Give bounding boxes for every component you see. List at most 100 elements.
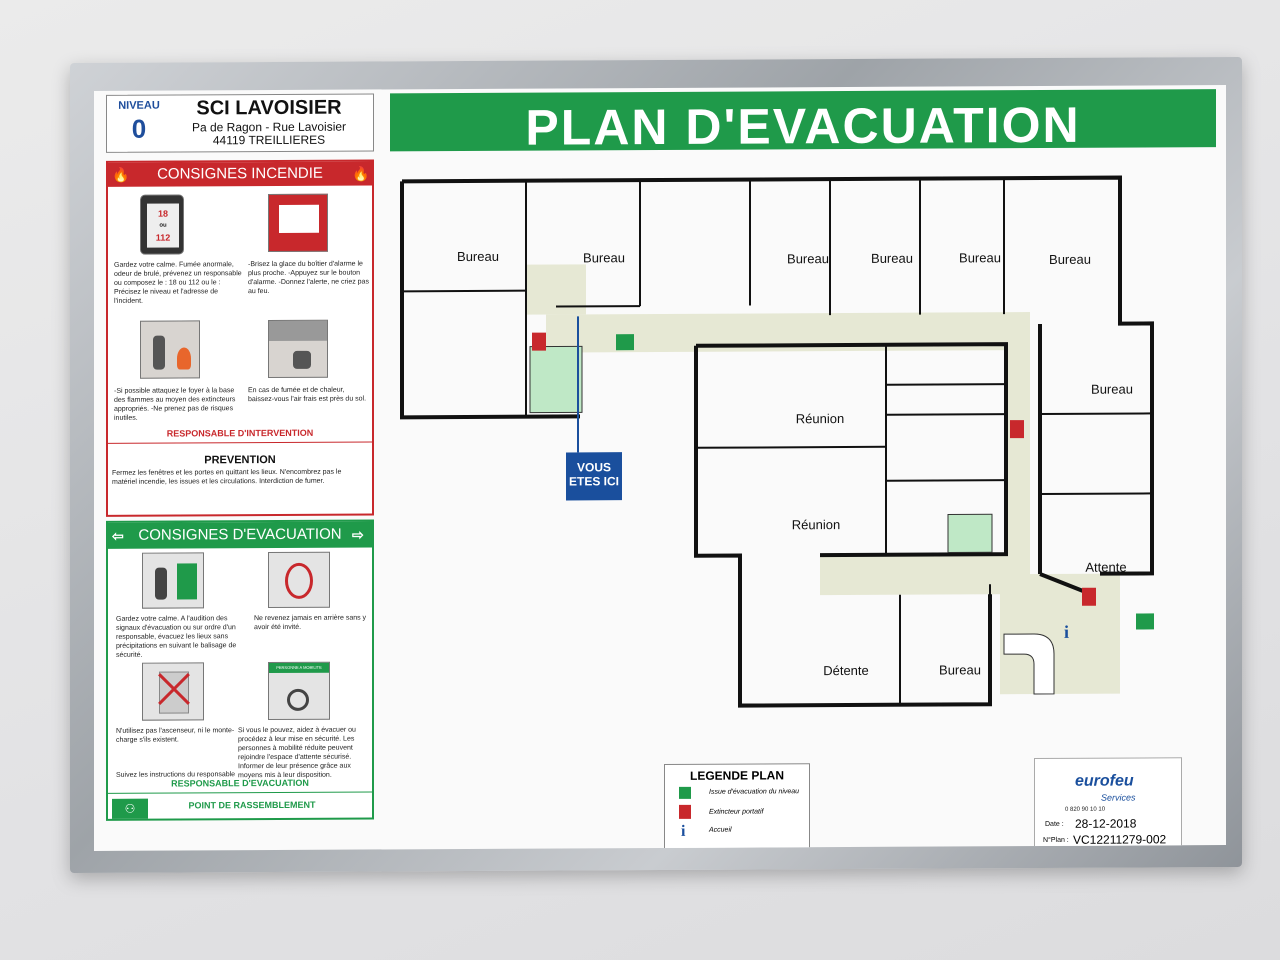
smoke-crouch-icon (268, 319, 328, 379)
flame-icon: 🔥 (112, 166, 130, 183)
fire-heading-text: CONSIGNES INCENDIE (157, 164, 323, 183)
wall (886, 383, 1006, 386)
address-line2: 44119 TREILLIERES (212, 132, 326, 148)
legend-exit-text: Issue d'évacuation du niveau (709, 788, 800, 796)
intervention-responsible-label: RESPONSABLE D'INTERVENTION (166, 427, 314, 439)
corridors (526, 264, 1120, 695)
legend-accueil-text: Accueil (709, 826, 732, 834)
prevention-title: PREVENTION (204, 453, 276, 467)
stairs-west (529, 345, 583, 414)
exit-sign-icon (679, 786, 691, 799)
phone-number-18: 18 (157, 208, 168, 219)
corridor-segment (526, 264, 586, 315)
evac-step1-text: Gardez votre calme. A l'audition des sig… (116, 615, 237, 659)
wall-meeting-block (696, 342, 1008, 558)
evac-divider (108, 791, 372, 794)
fire-step1-text: Gardez votre calme. Fumée anormale, odeu… (114, 261, 242, 305)
evacuation-instructions-heading: CONSIGNES D'EVACUATION (108, 521, 372, 549)
date-value: 28-12-2018 (1075, 816, 1137, 831)
alarm-glass (279, 204, 319, 233)
reception-desk (1003, 633, 1055, 695)
phone-screen: 18 ou 112 (147, 203, 179, 248)
person-shape (293, 350, 311, 369)
address: Pa de Ragon - Rue Lavoisier 44119 TREILL… (169, 120, 369, 148)
no-elevator-icon (142, 662, 204, 721)
wall (886, 413, 1006, 416)
brand-phone: 0 820 90 10 10 (1065, 806, 1106, 813)
phone-icon: 18 ou 112 (140, 194, 184, 255)
fire-step3-text: -Si possible attaquez le foyer à la base… (114, 387, 236, 422)
room-label: Détente (823, 662, 869, 679)
extinguisher-icon (532, 332, 546, 351)
room-label: Bureau (583, 250, 625, 266)
corridor-east (1004, 324, 1030, 625)
legend-extinguisher-text: Extincteur portatif (709, 808, 764, 816)
flame-icon: 🔥 (352, 165, 370, 182)
door-shape (177, 563, 197, 600)
interior-walls (402, 178, 1152, 705)
legend-title: LEGENDE PLAN (689, 768, 784, 783)
evac-step2-text: Ne revenez jamais en arrière sans y avoi… (254, 614, 367, 632)
evacuation-instructions-panel: CONSIGNES D'EVACUATION ⇦ ⇨ Gardez votre … (106, 519, 374, 821)
smoke-shape (269, 320, 327, 342)
info-icon: i (1064, 622, 1069, 642)
wall (696, 445, 886, 449)
sign-frame: NIVEAU 0 SCI LAVOISIER Pa de Ragon - Rue… (70, 56, 1242, 874)
building-header: NIVEAU 0 SCI LAVOISIER Pa de Ragon - Rue… (106, 93, 374, 153)
brand-logo: eurofeu (1075, 772, 1134, 790)
exit-sign-icon (1136, 613, 1154, 630)
corridor-south (820, 554, 1030, 596)
plan-number-label: N°Plan : (1043, 836, 1069, 844)
prohibition-sign (285, 562, 313, 599)
wall (1040, 412, 1152, 415)
evacuation-plan-board: NIVEAU 0 SCI LAVOISIER Pa de Ragon - Rue… (94, 85, 1226, 851)
extinguisher-icon (1082, 587, 1096, 606)
person-shape (153, 335, 165, 370)
room-label: Réunion (795, 411, 845, 427)
level-value: 0 (131, 113, 147, 144)
date-label: Date : (1045, 820, 1064, 828)
room-label: Bureau (871, 250, 913, 266)
exit-door-icon (142, 552, 204, 609)
wall (1040, 492, 1152, 495)
wall (886, 479, 1006, 482)
plan-title-banner: PLAN D'EVACUATION (390, 89, 1216, 156)
alarm-box-icon (268, 193, 328, 253)
corridor-main (546, 312, 1030, 353)
arrow-left-icon: ⇦ (112, 527, 124, 544)
fire-step2-text: -Brisez la glace du boîtier d'alarme le … (248, 260, 369, 296)
room-label: Bureau (457, 248, 499, 265)
wall (402, 289, 526, 293)
assembly-point-icon: ⚇ (112, 798, 148, 819)
fire-instructions-heading: CONSIGNES INCENDIE (108, 161, 372, 187)
wheelchair-shape (287, 688, 309, 711)
room-label: Bureau (1049, 251, 1091, 267)
room-label: Bureau (939, 662, 981, 678)
fire-flame-shape (177, 347, 191, 370)
company-logo-box: eurofeu Services 0 820 90 10 10 Date : 2… (1034, 757, 1182, 851)
room-label: Bureau (1091, 381, 1133, 397)
evac-step4-text: Si vous le pouvez, aidez à évacuer ou pr… (238, 726, 356, 780)
evac-heading-text: CONSIGNES D'EVACUATION (138, 525, 342, 544)
prevention-text: Fermez les fenêtres et les portes en qui… (112, 468, 342, 486)
room-label: Réunion (791, 517, 841, 533)
you-are-here-marker: VOUS ETES ICI (566, 452, 622, 501)
exit-sign-icon (616, 334, 634, 351)
company-name: SCI LAVOISIER (196, 96, 342, 120)
wall-east-block (1038, 323, 1091, 596)
extinguisher-icon (679, 804, 691, 819)
arrow-right-icon: ⇨ (352, 526, 364, 543)
reduced-mobility-icon: PERSONNE A MOBILITE REDUITE (268, 661, 330, 721)
room-label: Bureau (959, 250, 1001, 266)
evac-step3-text: N'utilisez pas l'ascenseur, ni le monte-… (116, 727, 235, 744)
plan-legend: LEGENDE PLAN Issue d'évacuation du nivea… (664, 763, 810, 851)
phone-or: ou (159, 222, 167, 229)
extinguisher-icon (1010, 420, 1024, 439)
info-icon: i (681, 822, 686, 840)
no-turning-back-icon (268, 551, 330, 609)
pmr-label: PERSONNE A MOBILITE REDUITE (269, 662, 329, 674)
evacuation-responsible-label: RESPONSABLE D'EVACUATION (171, 777, 309, 789)
phone-number-112: 112 (155, 232, 171, 243)
brand-sub: Services (1101, 792, 1136, 803)
fire-instructions-panel: CONSIGNES INCENDIE 🔥 🔥 18 ou 112 Gardez … (106, 159, 374, 517)
